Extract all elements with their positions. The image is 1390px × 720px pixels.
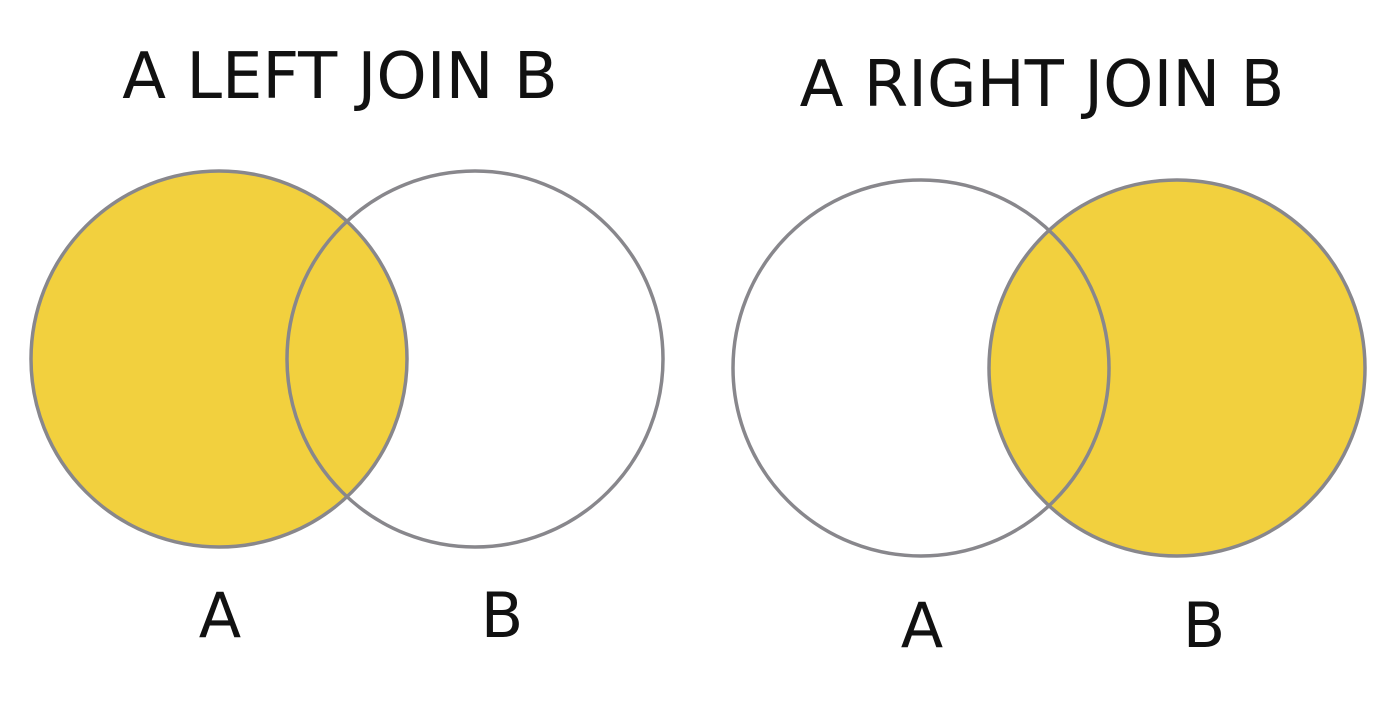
right-join-label-a: A	[901, 589, 943, 662]
right-join-label-b: B	[1183, 589, 1226, 662]
right-join-circle-b-fill	[989, 180, 1365, 556]
left-join-circle-b-outline	[285, 169, 665, 549]
right-join-diagram: A RIGHT JOIN B A B	[731, 48, 1367, 662]
left-join-circle-a-fill	[31, 171, 407, 547]
left-join-circle-a-outline	[29, 169, 409, 549]
left-join-title: A LEFT JOIN B	[122, 40, 558, 114]
right-join-title: A RIGHT JOIN B	[800, 48, 1285, 122]
left-join-label-a: A	[199, 579, 241, 652]
left-join-diagram: A LEFT JOIN B A B	[29, 40, 665, 652]
right-join-circle-a-outline	[731, 178, 1111, 558]
left-join-label-b: B	[481, 579, 524, 652]
right-join-circle-b-outline	[987, 178, 1367, 558]
